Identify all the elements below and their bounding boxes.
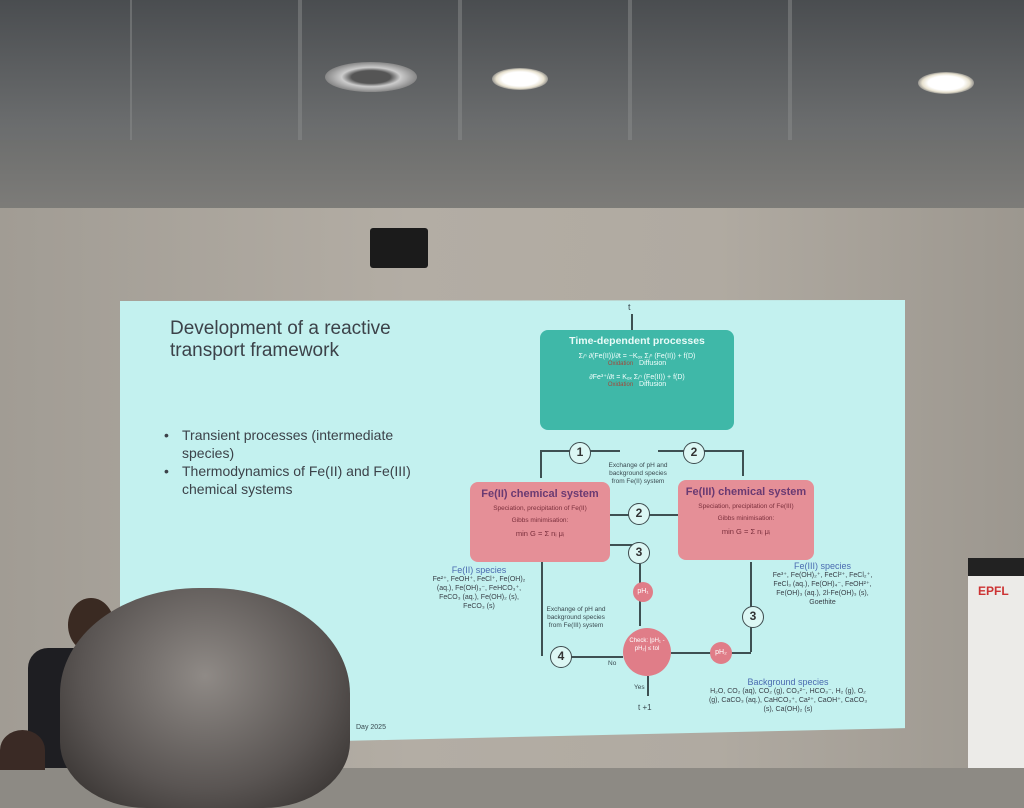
ph2-node: pH₂ — [710, 642, 732, 664]
step-4: 4 — [550, 646, 572, 668]
output-t-plus-1: t +1 — [638, 703, 652, 712]
equation-1: Σᵢⁿ ∂(Fe(II))/∂t = −Kₒₓ Σᵢⁿ (Fe(II)) + f… — [578, 353, 696, 367]
fe3-system-box: Fe(III) chemical system Speciation, prec… — [678, 480, 814, 560]
step-2: 2 — [683, 442, 705, 464]
audience-head — [0, 730, 45, 770]
audience-head-foreground — [60, 588, 350, 808]
ceiling-vent — [325, 62, 417, 92]
exchange-from-fe2: Exchange of pH and background species fr… — [608, 462, 668, 485]
min-g: min G = Σ nᵢ μᵢ — [721, 527, 771, 536]
bullet-item: Thermodynamics of Fe(II) and Fe(III) che… — [164, 462, 444, 498]
ceiling-light — [918, 72, 974, 94]
slide-footer: Day 2025 — [356, 724, 386, 731]
min-g: min G = Σ nᵢ μᵢ — [515, 529, 565, 538]
ceiling-light — [492, 68, 548, 90]
slide-title: Development of a reactive transport fram… — [170, 318, 391, 362]
gibbs-label: Gibbs minimisation: — [511, 517, 569, 524]
no-label: No — [608, 660, 617, 667]
ph1-node: pH₁ — [633, 582, 653, 602]
box-title: Fe(III) chemical system — [685, 486, 807, 498]
box-subtitle: Speciation, precipitation of Fe(II) — [493, 505, 587, 512]
equation-2: ∂Fe³⁺/∂t = Kₒₓ Σᵢⁿ (Fe(II)) + f(D)Oxidat… — [589, 374, 685, 388]
fe2-system-box: Fe(II) chemical system Speciation, preci… — [470, 482, 610, 562]
arrow — [631, 314, 633, 330]
title-line: transport framework — [170, 340, 339, 361]
input-t: t — [628, 302, 631, 312]
epfl-banner: EPFL — [968, 558, 1024, 768]
box-title: Fe(II) chemical system — [481, 488, 599, 500]
bullet-item: Transient processes (intermediate specie… — [164, 426, 444, 462]
epfl-logo: EPFL — [978, 584, 1009, 598]
bullet-list: Transient processes (intermediate specie… — [164, 426, 444, 498]
soffit — [0, 140, 1024, 210]
step-1: 1 — [569, 442, 591, 464]
title-line: Development of a reactive — [170, 318, 391, 339]
step-2: 2 — [628, 503, 650, 525]
step-3: 3 — [628, 542, 650, 564]
speaker — [370, 228, 428, 268]
box-title: Time-dependent processes — [569, 335, 705, 347]
time-dependent-box: Time-dependent processes Σᵢⁿ ∂(Fe(II))/∂… — [540, 330, 734, 430]
exchange-from-fe3: Exchange of pH and background species fr… — [546, 606, 606, 629]
yes-label: Yes — [634, 684, 645, 691]
gibbs-label: Gibbs minimisation: — [717, 515, 775, 522]
check-node: Check: |pH₁ - pH₂| ≤ tol — [623, 628, 671, 676]
step-3: 3 — [742, 606, 764, 628]
box-subtitle: Speciation, precipitation of Fe(III) — [698, 503, 794, 510]
